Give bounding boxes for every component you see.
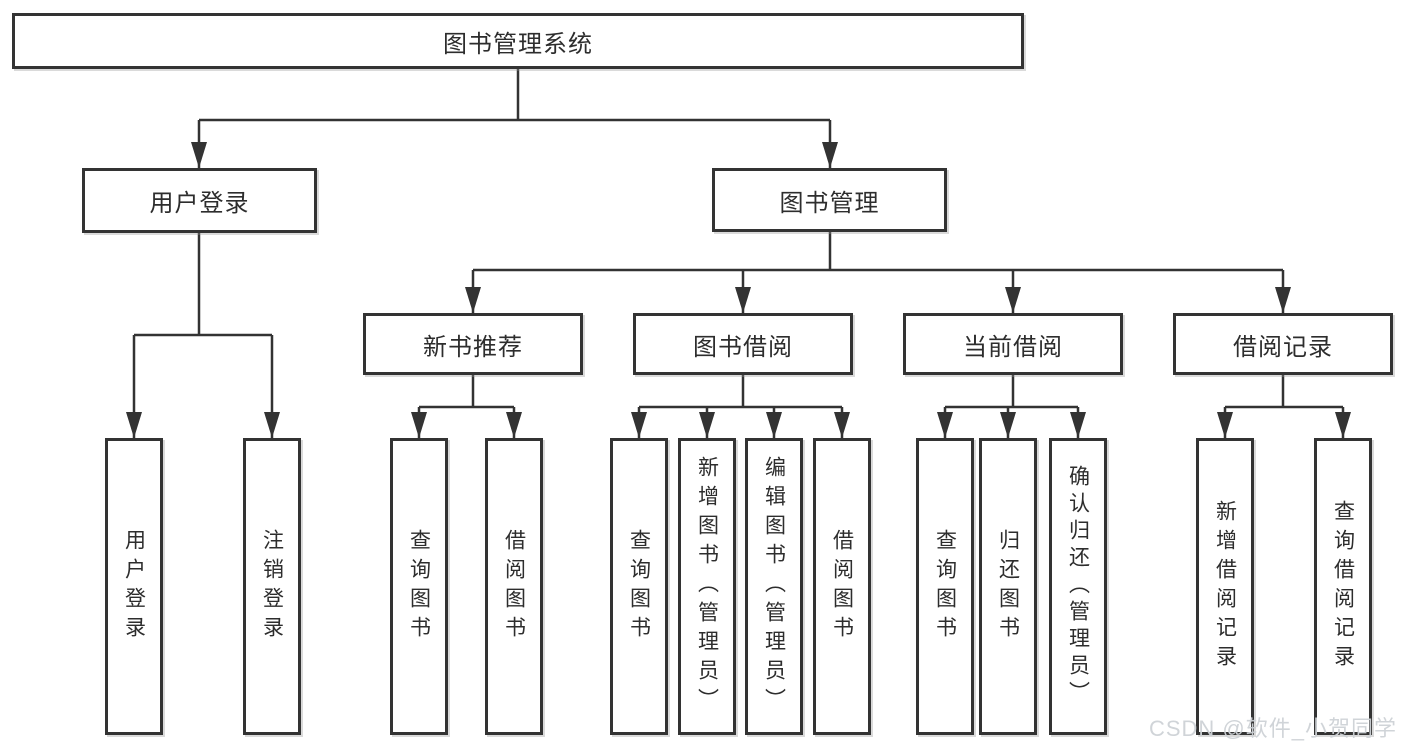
node-new-book-recommendation: 新书推荐 <box>363 313 583 375</box>
node-label: 新增借阅记录 <box>1213 499 1237 674</box>
leaf-borrow-books-2: 借阅图书 <box>813 438 871 735</box>
node-label: 查询图书 <box>933 528 957 645</box>
node-book-management: 图书管理 <box>712 168 947 232</box>
node-user-login: 用户登录 <box>82 168 317 233</box>
leaf-confirm-return-admin: 确认归还（管理员） <box>1049 438 1107 735</box>
node-label: 图书管理系统 <box>443 30 593 58</box>
node-label: 用户登录 <box>122 528 146 645</box>
node-label: 归还图书 <box>996 528 1020 645</box>
node-root-library-system: 图书管理系统 <box>12 13 1024 69</box>
node-label: 新增图书（管理员） <box>695 456 719 717</box>
leaf-borrow-books-1: 借阅图书 <box>485 438 543 735</box>
node-book-borrowing: 图书借阅 <box>633 313 853 375</box>
node-label: 编辑图书（管理员） <box>762 456 786 717</box>
leaf-query-books-2: 查询图书 <box>610 438 668 735</box>
node-label: 查询借阅记录 <box>1331 499 1355 674</box>
leaf-logout: 注销登录 <box>243 438 301 735</box>
node-label: 借阅图书 <box>502 528 526 645</box>
node-current-borrowing: 当前借阅 <box>903 313 1123 375</box>
node-label: 注销登录 <box>260 528 284 645</box>
node-label: 借阅记录 <box>1233 333 1333 361</box>
node-label: 借阅图书 <box>830 528 854 645</box>
leaf-query-books-3: 查询图书 <box>916 438 974 735</box>
leaf-user-login: 用户登录 <box>105 438 163 735</box>
leaf-add-borrow-record: 新增借阅记录 <box>1196 438 1254 735</box>
node-label: 图书借阅 <box>693 333 793 361</box>
node-label: 确认归还（管理员） <box>1066 465 1090 708</box>
leaf-query-borrow-record: 查询借阅记录 <box>1314 438 1372 735</box>
leaf-edit-books-admin: 编辑图书（管理员） <box>745 438 803 735</box>
node-label: 查询图书 <box>407 528 431 645</box>
leaf-query-books-1: 查询图书 <box>390 438 448 735</box>
node-label: 查询图书 <box>627 528 651 645</box>
node-label: 新书推荐 <box>423 333 523 361</box>
node-label: 用户登录 <box>149 190 250 217</box>
leaf-return-books: 归还图书 <box>979 438 1037 735</box>
node-label: 图书管理 <box>779 189 880 217</box>
node-borrowing-records: 借阅记录 <box>1173 313 1393 375</box>
leaf-add-books-admin: 新增图书（管理员） <box>678 438 736 735</box>
node-label: 当前借阅 <box>963 333 1063 361</box>
